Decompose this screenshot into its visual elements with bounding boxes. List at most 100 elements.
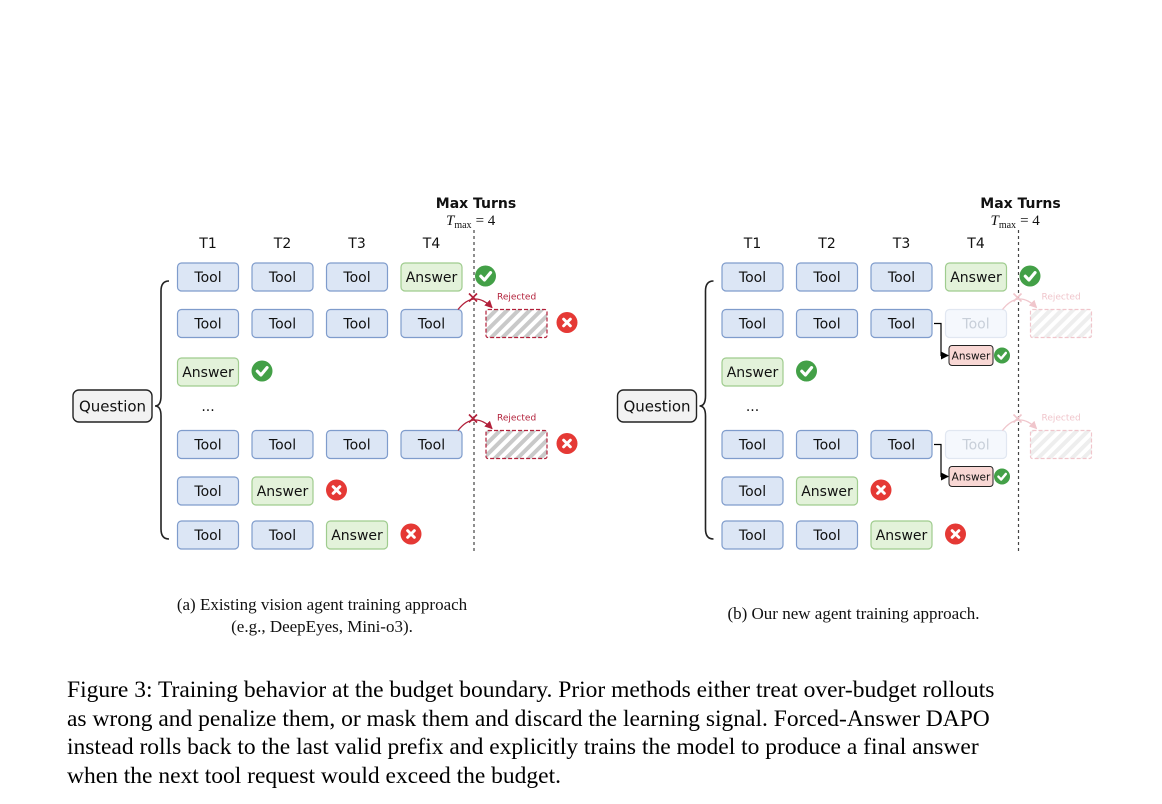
step-label: Tool [268, 528, 296, 544]
reject-x-icon [1012, 292, 1023, 303]
step-label: Tool [887, 438, 915, 454]
tool-step: Tool [944, 429, 1008, 460]
ellipsis: ... [746, 399, 759, 415]
rollout-row: Tool Answer [176, 476, 347, 506]
step-label: Tool [812, 528, 840, 544]
tool-step: Tool [721, 308, 784, 339]
rollout-brace [154, 280, 170, 540]
tool-step: Tool [251, 520, 314, 550]
check-icon [475, 265, 496, 287]
step-label: Tool [417, 317, 445, 333]
cross-icon [870, 479, 892, 501]
max-turns-title: Max Turns [436, 196, 516, 212]
step-label: Answer [727, 365, 779, 381]
rollout-brace [699, 280, 714, 540]
tool-step: Tool [400, 429, 463, 460]
tool-step: Tool [795, 429, 859, 460]
answer-step: Answer [721, 357, 784, 387]
answer-step: Answer [176, 357, 240, 387]
tool-step: Tool [251, 308, 314, 339]
step-label: Tool [738, 270, 766, 286]
rejected-turn-box [1029, 429, 1093, 460]
max-turns-formula: Tmax= 4 [446, 213, 496, 231]
step-label: Tool [193, 528, 221, 544]
forced-answer-arrow [934, 322, 949, 360]
step-label: Answer [331, 528, 383, 544]
panel-caption-line1: (b) Our new agent training approach. [727, 604, 979, 623]
rollout-row: Answer [176, 357, 273, 387]
step-label: Tool [342, 270, 370, 286]
step-label: Tool [738, 438, 766, 454]
turn-label: T1 [198, 236, 216, 252]
tool-step: Tool [870, 308, 933, 339]
cross-icon [400, 523, 422, 545]
step-label: Tool [961, 317, 989, 333]
step-label: Tool [812, 438, 840, 454]
step-label: Tool [193, 270, 221, 286]
turn-label: T4 [966, 236, 985, 252]
tool-step: Tool [176, 520, 240, 550]
cross-icon [556, 312, 578, 333]
step-label: Answer [876, 528, 928, 544]
turn-label: T4 [422, 236, 441, 252]
caption-line: as wrong and penalize them, or mask them… [67, 705, 990, 732]
rejected-turn-box [1029, 308, 1093, 339]
step-label: Answer [801, 484, 853, 500]
step-label: Tool [738, 317, 766, 333]
caption-line: instead rolls back to the last valid pre… [67, 734, 979, 760]
rollout-row: Tool Tool Tool Answer [176, 262, 496, 292]
forced-answer-box [948, 466, 994, 487]
turn-label: T2 [817, 236, 835, 252]
tool-step: Tool [944, 308, 1008, 339]
answer-step: Answer [251, 476, 314, 506]
rollout-row: Answer [721, 357, 817, 387]
question-label: Question [79, 398, 146, 416]
tool-step: Tool [176, 262, 240, 292]
check-icon [796, 360, 817, 382]
tool-step: Tool [721, 520, 784, 550]
tool-step: Tool [795, 520, 859, 550]
tool-step: Tool [176, 308, 240, 339]
reject-x-icon [468, 413, 478, 424]
forced-answer-box [948, 345, 994, 366]
turn-label: T1 [743, 236, 761, 252]
rejected-label: Rejected [497, 414, 536, 424]
step-label: Tool [193, 317, 221, 333]
check-icon [994, 347, 1010, 364]
step-label: Tool [193, 438, 221, 454]
tool-step: Tool [251, 262, 314, 292]
panel-caption-line2: (e.g., DeepEyes, Mini-o3). [231, 617, 413, 636]
step-label: Tool [812, 317, 840, 333]
cross-icon [556, 433, 578, 454]
ellipsis: ... [201, 399, 214, 415]
step-label: Answer [406, 270, 458, 286]
forced-answer-arrow [934, 443, 949, 481]
rejected-turn-box [485, 429, 548, 460]
tool-step: Tool [325, 308, 389, 339]
step-label: Tool [887, 270, 915, 286]
rollout-row: Tool Tool Answer [176, 520, 422, 550]
tool-step: Tool [176, 429, 240, 460]
tool-step: Tool [795, 262, 859, 292]
reject-x-icon [1012, 413, 1023, 424]
check-icon [251, 360, 273, 382]
tool-step: Tool [870, 262, 933, 292]
step-label: Tool [887, 317, 915, 333]
tool-step: Tool [176, 476, 240, 506]
question-label: Question [623, 398, 690, 416]
answer-step: Answer [795, 476, 859, 506]
turn-label: T2 [273, 236, 291, 252]
step-label: Tool [342, 317, 370, 333]
step-label: Tool [268, 270, 296, 286]
tool-step: Tool [721, 429, 784, 460]
tool-step: Tool [870, 429, 933, 460]
question-box: Question [616, 389, 698, 423]
turn-label: T3 [892, 236, 910, 252]
answer-step: Answer [870, 520, 933, 550]
step-label: Tool [268, 438, 296, 454]
